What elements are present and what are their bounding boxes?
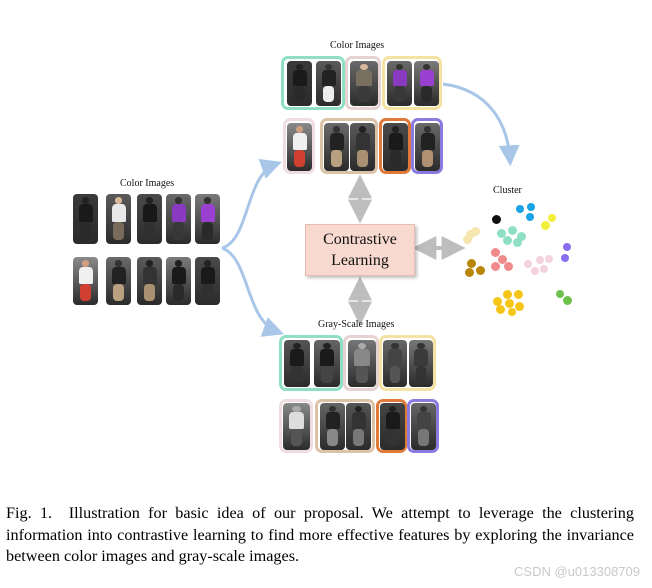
caption-text: Illustration for basic idea of our propo… [6, 504, 634, 565]
person-thumbnail [348, 340, 376, 387]
cluster-dot [492, 215, 501, 224]
bottom-group-gray [343, 335, 379, 391]
caption-label: Fig. 1. [6, 504, 53, 522]
person-thumbnail [283, 403, 310, 450]
person-thumbnail [350, 123, 375, 171]
person-thumbnail [409, 340, 433, 387]
cluster-dot [524, 260, 532, 268]
learning-label: Learning [331, 252, 389, 269]
person-thumbnail [137, 257, 162, 305]
cluster-dot [548, 214, 556, 222]
cluster-dot [513, 238, 522, 247]
top-group-yellow [382, 56, 442, 110]
bottom-group-green [279, 335, 343, 391]
person-thumbnail [287, 61, 312, 106]
cluster-dot [545, 255, 553, 263]
contrastive-learning-box: Contrastive Learning [305, 224, 415, 276]
person-thumbnail [316, 61, 341, 106]
top-group-gray [345, 56, 381, 110]
arrows-layer [221, 82, 520, 337]
bottom-group-purple [407, 399, 439, 453]
arrow-to-color-images [221, 159, 282, 250]
person-thumbnail [346, 403, 371, 450]
person-thumbnail [350, 61, 378, 106]
top-color-images-label: Color Images [330, 40, 385, 51]
cluster-dot [515, 302, 524, 311]
cluster-dot [471, 227, 480, 236]
person-thumbnail [383, 340, 407, 387]
cluster-dot [563, 243, 571, 251]
cluster-dot [536, 256, 544, 264]
cluster-dot [508, 226, 517, 235]
gray-scale-images-label: Gray-Scale Images [318, 319, 395, 330]
top-group-tan [320, 118, 378, 174]
cluster-dot [503, 290, 512, 299]
cluster-dot [516, 205, 524, 213]
person-thumbnail [383, 123, 408, 171]
cluster-dot [556, 290, 564, 298]
cluster-dot [496, 305, 505, 314]
bottom-group-tan [315, 399, 375, 453]
person-thumbnail [324, 123, 349, 171]
person-thumbnail [106, 194, 131, 244]
person-thumbnail [73, 194, 98, 244]
top-group-pink [283, 118, 315, 174]
person-thumbnail [320, 403, 345, 450]
cluster-dot [497, 229, 506, 238]
top-group-green [281, 56, 345, 110]
watermark: CSDN @u013308709 [514, 564, 640, 579]
cluster-dot [563, 296, 572, 305]
person-thumbnail [106, 257, 131, 305]
cluster-label: Cluster [493, 185, 522, 196]
arrow-to-gray-images [221, 246, 284, 337]
person-thumbnail [166, 194, 191, 244]
bottom-group-yellow [379, 335, 436, 391]
person-thumbnail [415, 123, 440, 171]
cluster-dot [491, 248, 500, 257]
cluster-dot [465, 268, 474, 277]
cluster-dot [504, 262, 513, 271]
figure-caption: Fig. 1. Illustration for basic idea of o… [6, 503, 634, 568]
person-thumbnail [195, 257, 220, 305]
left-color-images-label: Color Images [120, 178, 175, 189]
person-thumbnail [287, 123, 312, 171]
cluster-dot [498, 255, 507, 264]
cluster-dot [517, 232, 526, 241]
cluster-dot [476, 266, 485, 275]
cluster-dot [526, 213, 534, 221]
figure: Color Images Color Images Gray-Scale Ima… [73, 40, 572, 453]
cluster-dot [527, 203, 535, 211]
cluster-dot [463, 235, 472, 244]
cluster-dot [540, 265, 548, 273]
cluster-dot [503, 236, 512, 245]
cluster-dot [541, 221, 550, 230]
person-thumbnail [411, 403, 436, 450]
top-group-purple [411, 118, 443, 174]
cluster-dot [467, 259, 476, 268]
cluster-dot [514, 290, 523, 299]
cluster-dot [466, 230, 475, 239]
cluster-dot [561, 254, 569, 262]
person-thumbnail [284, 340, 310, 387]
contrastive-label: Contrastive [323, 231, 397, 248]
cluster-dot [531, 267, 539, 275]
person-thumbnail [380, 403, 405, 450]
bottom-group-pink [279, 399, 313, 453]
cluster-dot [493, 297, 502, 306]
cluster-dot [508, 308, 516, 316]
cluster-dot [505, 299, 514, 308]
person-thumbnail [137, 194, 162, 244]
top-group-orange [379, 118, 411, 174]
person-thumbnail [166, 257, 191, 305]
arrow-to-cluster [442, 82, 520, 167]
bottom-group-orange [376, 399, 407, 453]
person-thumbnail [314, 340, 340, 387]
person-thumbnail [195, 194, 220, 244]
cluster-dot [491, 262, 500, 271]
person-thumbnail [414, 61, 439, 106]
person-thumbnail [387, 61, 412, 106]
person-thumbnail [73, 257, 98, 305]
